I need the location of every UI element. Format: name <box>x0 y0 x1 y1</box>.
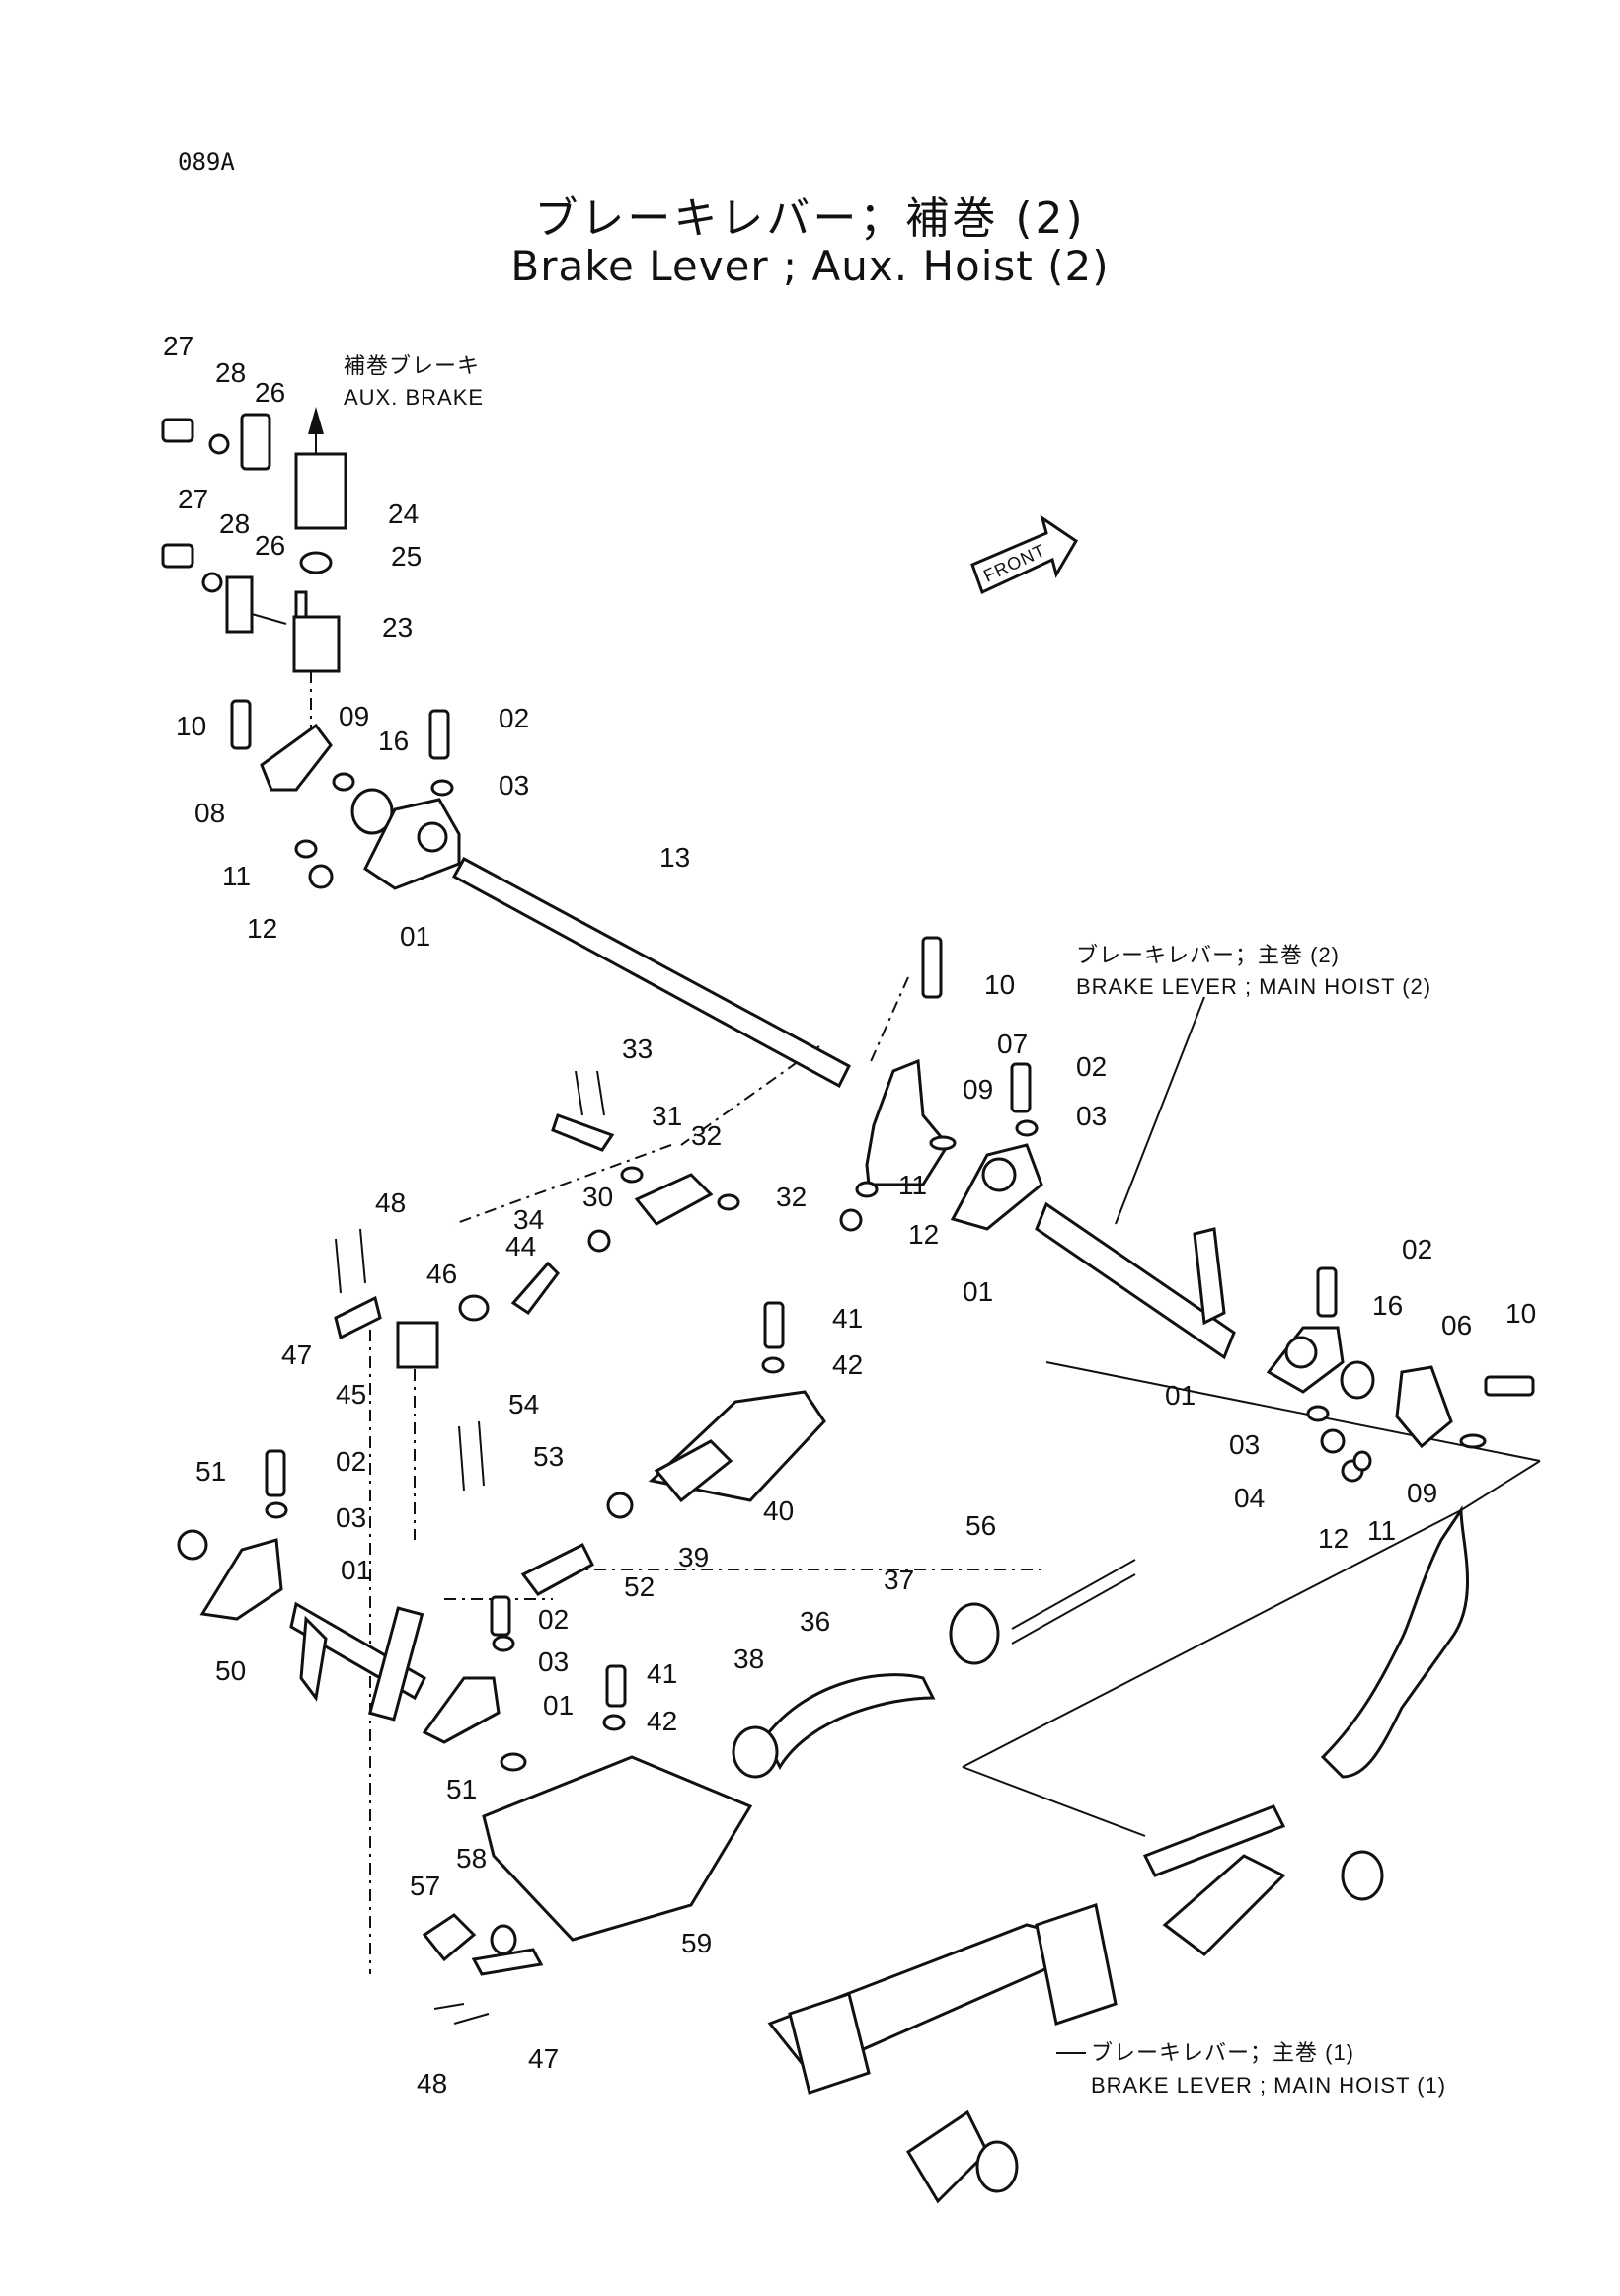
note-aux-brake-jp: 補巻ブレーキ <box>344 353 480 378</box>
callout-41: 41 <box>832 1303 863 1334</box>
callout-03: 03 <box>1076 1101 1107 1131</box>
callout-53: 53 <box>533 1441 564 1472</box>
callout-12: 12 <box>908 1219 939 1250</box>
main-hoist-1-pedal <box>767 1505 1470 2204</box>
callout-25: 25 <box>391 541 422 572</box>
callout-09: 09 <box>339 701 369 731</box>
callout-01: 01 <box>543 1690 574 1721</box>
callout-28: 28 <box>215 357 246 388</box>
callout-28: 28 <box>219 508 250 539</box>
note-main-hoist-1-jp: ブレーキレバー；主巻 (1) <box>1091 2040 1354 2065</box>
callout-51: 51 <box>446 1774 477 1804</box>
callout-16: 16 <box>1372 1290 1403 1321</box>
cylinder-assembly <box>458 1301 1136 1779</box>
callouts: 27 28 26 24 27 28 26 25 23 10 09 02 16 0… <box>163 331 1536 2099</box>
callout-03: 03 <box>538 1646 569 1677</box>
callout-01: 01 <box>341 1555 371 1585</box>
callout-03: 03 <box>336 1502 366 1533</box>
callout-47: 47 <box>281 1339 312 1370</box>
callout-11: 11 <box>898 1170 927 1200</box>
callout-34: 34 <box>513 1204 544 1235</box>
lower-shaft-and-base <box>177 1449 753 2025</box>
callout-48: 48 <box>417 2068 447 2099</box>
callout-09: 09 <box>1407 1478 1437 1508</box>
callout-10: 10 <box>176 711 206 741</box>
callout-39: 39 <box>678 1542 709 1572</box>
callout-12: 12 <box>247 913 277 944</box>
callout-23: 23 <box>382 612 413 643</box>
note-main-hoist-2-jp: ブレーキレバー；主巻 (2) <box>1076 943 1340 967</box>
callout-56: 56 <box>965 1510 996 1541</box>
callout-26: 26 <box>255 377 285 408</box>
callout-09: 09 <box>963 1074 993 1105</box>
callout-24: 24 <box>388 498 419 529</box>
callout-16: 16 <box>378 726 409 756</box>
callout-44: 44 <box>505 1231 536 1262</box>
callout-27: 27 <box>178 484 208 514</box>
callout-32: 32 <box>776 1182 807 1212</box>
callout-27: 27 <box>163 331 193 361</box>
callout-06: 06 <box>1441 1310 1472 1340</box>
callout-50: 50 <box>215 1655 246 1686</box>
callout-51: 51 <box>195 1456 226 1487</box>
callout-03: 03 <box>1229 1429 1260 1460</box>
callout-31: 31 <box>652 1101 682 1131</box>
callout-47: 47 <box>528 2043 559 2074</box>
callout-02: 02 <box>499 703 529 733</box>
callout-57: 57 <box>410 1871 440 1901</box>
callout-03: 03 <box>499 770 529 801</box>
callout-52: 52 <box>624 1571 655 1602</box>
callout-01: 01 <box>1165 1380 1196 1411</box>
callout-13: 13 <box>659 842 690 873</box>
callout-59: 59 <box>681 1928 712 1958</box>
note-main-hoist-1-en: BRAKE LEVER ; MAIN HOIST (1) <box>1091 2073 1446 2098</box>
callout-26: 26 <box>255 530 285 561</box>
note-aux-brake-en: AUX. BRAKE <box>344 385 484 410</box>
callout-32: 32 <box>691 1120 722 1151</box>
callout-11: 11 <box>1367 1515 1396 1546</box>
shaft-assembly-upper <box>230 699 851 1089</box>
callout-37: 37 <box>884 1565 914 1595</box>
callout-36: 36 <box>800 1606 830 1637</box>
callout-02: 02 <box>1402 1234 1432 1264</box>
page-code: 089A <box>178 148 235 176</box>
callout-42: 42 <box>832 1349 863 1380</box>
note-main-hoist-2-en: BRAKE LEVER ; MAIN HOIST (2) <box>1076 974 1431 999</box>
callout-01: 01 <box>400 921 430 952</box>
title-english: Brake Lever ; Aux. Hoist (2) <box>510 242 1110 290</box>
callout-10: 10 <box>1505 1298 1536 1329</box>
aux-brake-parts <box>161 413 347 673</box>
callout-54: 54 <box>508 1389 539 1419</box>
callout-45: 45 <box>336 1379 366 1410</box>
callout-02: 02 <box>336 1446 366 1477</box>
callout-04: 04 <box>1234 1483 1265 1513</box>
callout-30: 30 <box>582 1182 613 1212</box>
callout-07: 07 <box>997 1029 1028 1059</box>
front-direction-arrow: FRONT <box>970 514 1079 595</box>
callout-48: 48 <box>375 1187 406 1218</box>
callout-41: 41 <box>647 1658 677 1689</box>
callout-02: 02 <box>1076 1051 1107 1082</box>
callout-38: 38 <box>733 1644 764 1674</box>
callout-01: 01 <box>963 1276 993 1307</box>
callout-12: 12 <box>1318 1523 1349 1554</box>
callout-33: 33 <box>622 1033 653 1064</box>
callout-40: 40 <box>763 1495 794 1526</box>
callout-08: 08 <box>194 798 225 828</box>
callout-46: 46 <box>426 1259 457 1289</box>
callout-42: 42 <box>647 1706 677 1736</box>
callout-10: 10 <box>984 969 1015 1000</box>
callout-58: 58 <box>456 1843 487 1874</box>
link-rod-assembly <box>334 1070 740 1369</box>
callout-11: 11 <box>222 861 251 891</box>
callout-02: 02 <box>538 1604 569 1635</box>
title-japanese: ブレーキレバー；補巻 (2) <box>534 193 1086 244</box>
main-hoist-2-link <box>839 936 1535 1483</box>
